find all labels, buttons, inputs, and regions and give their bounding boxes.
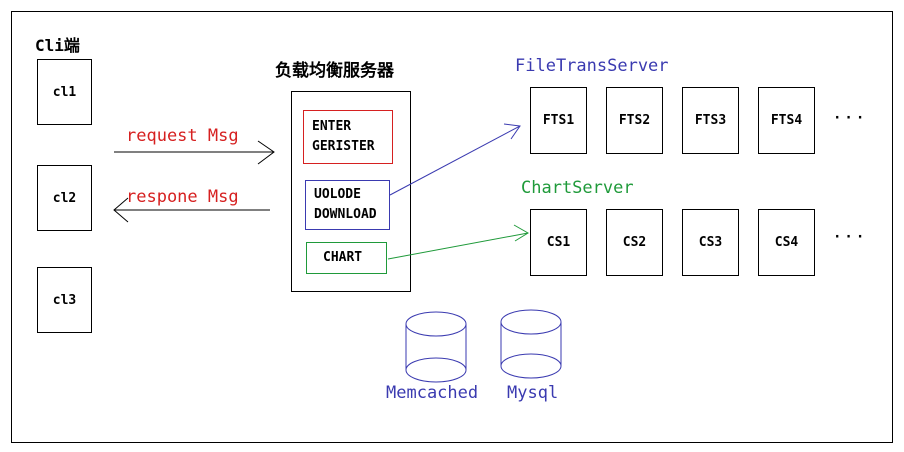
upload-to-fts-arrow bbox=[389, 123, 521, 196]
cs-node-3: CS3 bbox=[682, 209, 739, 276]
fts-node-4: FTS4 bbox=[758, 87, 815, 154]
module-upload-download-line2: DOWNLOAD bbox=[314, 207, 377, 222]
chart-to-cs-arrow bbox=[387, 224, 529, 260]
clients-title: Cli端 bbox=[35, 36, 80, 55]
cs-more-ellipsis: ··· bbox=[833, 229, 868, 245]
chart-server-title: ChartServer bbox=[521, 178, 634, 198]
request-arrow bbox=[114, 140, 275, 165]
module-chart: CHART bbox=[306, 242, 387, 274]
response-arrow bbox=[113, 197, 270, 223]
fts-more-ellipsis: ··· bbox=[833, 110, 868, 126]
fts-node-3: FTS3 bbox=[682, 87, 739, 154]
cs-node-4: CS4 bbox=[758, 209, 815, 276]
response-msg-label: respone Msg bbox=[126, 187, 239, 207]
module-upload-download: UOLODE DOWNLOAD bbox=[305, 180, 390, 230]
client-node-cl3: cl3 bbox=[37, 267, 92, 333]
diagram-frame bbox=[11, 11, 893, 443]
fts-node-1: FTS1 bbox=[530, 87, 587, 154]
cs-node-1: CS1 bbox=[530, 209, 587, 276]
load-balancer-title: 负载均衡服务器 bbox=[275, 61, 394, 81]
module-enter-register-line2: GERISTER bbox=[312, 139, 375, 154]
mysql-db-icon bbox=[500, 309, 562, 379]
file-trans-server-title: FileTransServer bbox=[515, 56, 669, 76]
client-node-cl2: cl2 bbox=[37, 165, 92, 231]
module-upload-download-line1: UOLODE bbox=[314, 187, 361, 202]
fts-node-2: FTS2 bbox=[606, 87, 663, 154]
cs-node-2: CS2 bbox=[606, 209, 663, 276]
memcached-label: Memcached bbox=[386, 383, 479, 403]
request-msg-label: request Msg bbox=[126, 126, 239, 146]
mysql-label: Mysql bbox=[507, 383, 559, 403]
module-enter-register-line1: ENTER bbox=[312, 119, 352, 134]
module-chart-line1: CHART bbox=[323, 250, 363, 265]
module-enter-register: ENTER GERISTER bbox=[303, 110, 393, 164]
client-node-cl1: cl1 bbox=[37, 59, 92, 125]
memcached-db-icon bbox=[405, 311, 467, 383]
